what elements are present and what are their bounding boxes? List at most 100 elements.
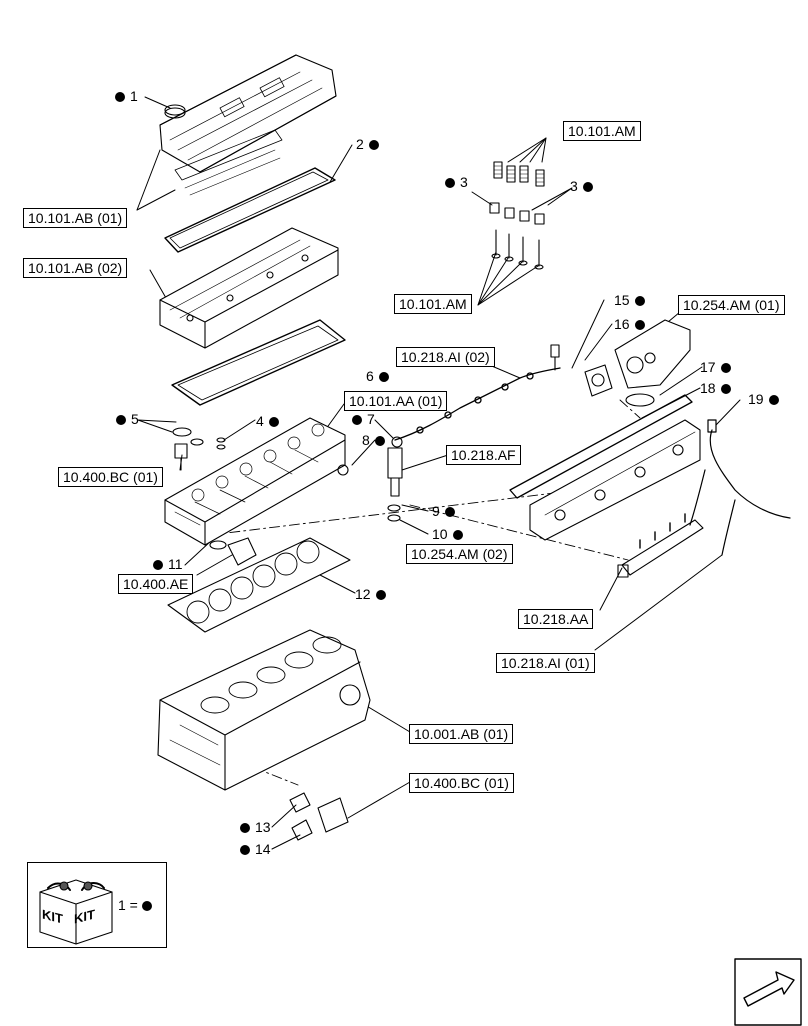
exploded-parts-diagram	[39, 54, 791, 945]
callout-13: 13	[240, 819, 271, 835]
ref-10-400-bc-01-lower[interactable]: 10.400.BC (01)	[409, 773, 514, 793]
callout-7: 7	[352, 411, 375, 427]
ref-10-400-ae[interactable]: 10.400.AE	[118, 574, 194, 594]
callout-number: 12	[355, 586, 371, 602]
kit-dot-icon	[582, 182, 593, 192]
callout-number: 19	[748, 391, 764, 407]
callout-17: 17	[700, 359, 731, 375]
kit-dot-icon	[374, 436, 385, 446]
callout-number: 2	[356, 136, 364, 152]
kit-dot-icon	[368, 140, 379, 150]
callout-number: 17	[700, 359, 716, 375]
kit-dot-icon	[115, 92, 125, 102]
callout-number: 8	[362, 432, 370, 448]
ref-10-254-am-02[interactable]: 10.254.AM (02)	[406, 544, 513, 564]
thermostat-housing	[209, 537, 257, 566]
kit-dot-icon	[153, 560, 163, 570]
callout-11: 11	[153, 556, 183, 572]
callout-19: 19	[748, 391, 779, 407]
inlet-elbow	[614, 319, 691, 389]
ref-10-218-af[interactable]: 10.218.AF	[446, 445, 521, 465]
callout-number: 6	[366, 368, 374, 384]
cylinder-head	[164, 417, 346, 546]
kit-dot-icon	[116, 415, 126, 425]
next-page-arrow-icon[interactable]	[734, 958, 802, 1026]
ref-10-254-am-01[interactable]: 10.254.AM (01)	[678, 295, 785, 315]
callout-number: 9	[432, 503, 440, 519]
manifold-gasket-ring	[625, 393, 655, 407]
callout-3-right: 3	[570, 178, 593, 194]
ref-10-400-bc-01-upper[interactable]: 10.400.BC (01)	[58, 467, 163, 487]
kit-dot-icon	[141, 901, 152, 911]
callout-18: 18	[700, 380, 731, 396]
kit-dot-icon	[720, 363, 731, 373]
callout-number: 15	[614, 292, 630, 308]
small-seals	[172, 427, 349, 476]
common-rail	[617, 513, 704, 578]
ref-10-218-ai-01[interactable]: 10.218.AI (01)	[496, 653, 595, 673]
intake-manifold	[529, 419, 701, 541]
engine-block	[157, 629, 371, 791]
ref-10-101-aa-01[interactable]: 10.101.AA (01)	[344, 391, 448, 411]
kit-box-icon	[39, 879, 113, 945]
callout-12: 12	[355, 586, 386, 602]
bottom-gaskets	[289, 792, 349, 841]
oil-filler-cap	[164, 104, 186, 119]
kit-dot-icon	[768, 395, 779, 405]
high-pressure-pipes	[689, 419, 791, 556]
callout-2: 2	[356, 136, 379, 152]
callout-number: 3	[570, 178, 578, 194]
callout-1: 1	[115, 88, 138, 104]
callout-number: 13	[255, 819, 271, 835]
kit-dot-icon	[240, 845, 250, 855]
callout-number: 4	[256, 413, 264, 429]
callout-number: 16	[614, 316, 630, 332]
callout-number: 3	[460, 174, 468, 190]
callout-number: 14	[255, 841, 271, 857]
callout-number: 11	[168, 556, 183, 572]
head-gasket	[167, 537, 351, 633]
callout-14: 14	[240, 841, 271, 857]
ref-10-218-ai-02[interactable]: 10.218.AI (02)	[396, 347, 495, 367]
ref-10-101-am-mid[interactable]: 10.101.AM	[394, 294, 472, 314]
callout-5: 5	[116, 411, 139, 427]
kit-dot-icon	[375, 590, 386, 600]
kit-dot-icon	[720, 384, 731, 394]
callout-10: 10	[432, 526, 463, 542]
callout-number: 10	[432, 526, 448, 542]
kit-dot-icon	[452, 530, 463, 540]
callout-9: 9	[432, 503, 455, 519]
fuel-return-line	[394, 367, 561, 441]
valve-springs	[493, 161, 545, 187]
kit-dot-icon	[240, 823, 250, 833]
injector	[387, 436, 403, 522]
kit-equals: 1 =	[118, 897, 152, 913]
ref-10-101-ab-01[interactable]: 10.101.AB (01)	[23, 208, 128, 228]
callout-16: 16	[614, 316, 645, 332]
ref-10-001-ab-01[interactable]: 10.001.AB (01)	[409, 724, 514, 744]
cover-gasket	[164, 167, 336, 253]
kit-dot-icon	[634, 296, 645, 306]
ref-10-218-aa[interactable]: 10.218.AA	[518, 609, 594, 629]
valves	[491, 229, 544, 270]
ref-10-101-am-top[interactable]: 10.101.AM	[563, 121, 641, 141]
kit-label-right: KIT	[74, 906, 95, 927]
banjo-bolt	[550, 344, 560, 371]
callout-number: 7	[367, 411, 375, 427]
kit-dot-icon	[444, 507, 455, 517]
housing-gasket	[171, 319, 346, 406]
flange-gasket	[584, 364, 613, 397]
kit-equals-text: 1 =	[118, 897, 138, 913]
callout-number: 1	[130, 88, 138, 104]
callout-4: 4	[256, 413, 279, 429]
temp-sensor	[174, 443, 188, 471]
callout-number: 18	[700, 380, 716, 396]
kit-dot-icon	[268, 417, 279, 427]
callout-number: 5	[131, 411, 139, 427]
kit-dot-icon	[378, 372, 389, 382]
callout-8: 8	[362, 432, 385, 448]
kit-label-left: KIT	[42, 906, 63, 927]
kit-dot-icon	[634, 320, 645, 330]
rocker-housing	[159, 227, 339, 349]
ref-10-101-ab-02[interactable]: 10.101.AB (02)	[23, 258, 128, 278]
